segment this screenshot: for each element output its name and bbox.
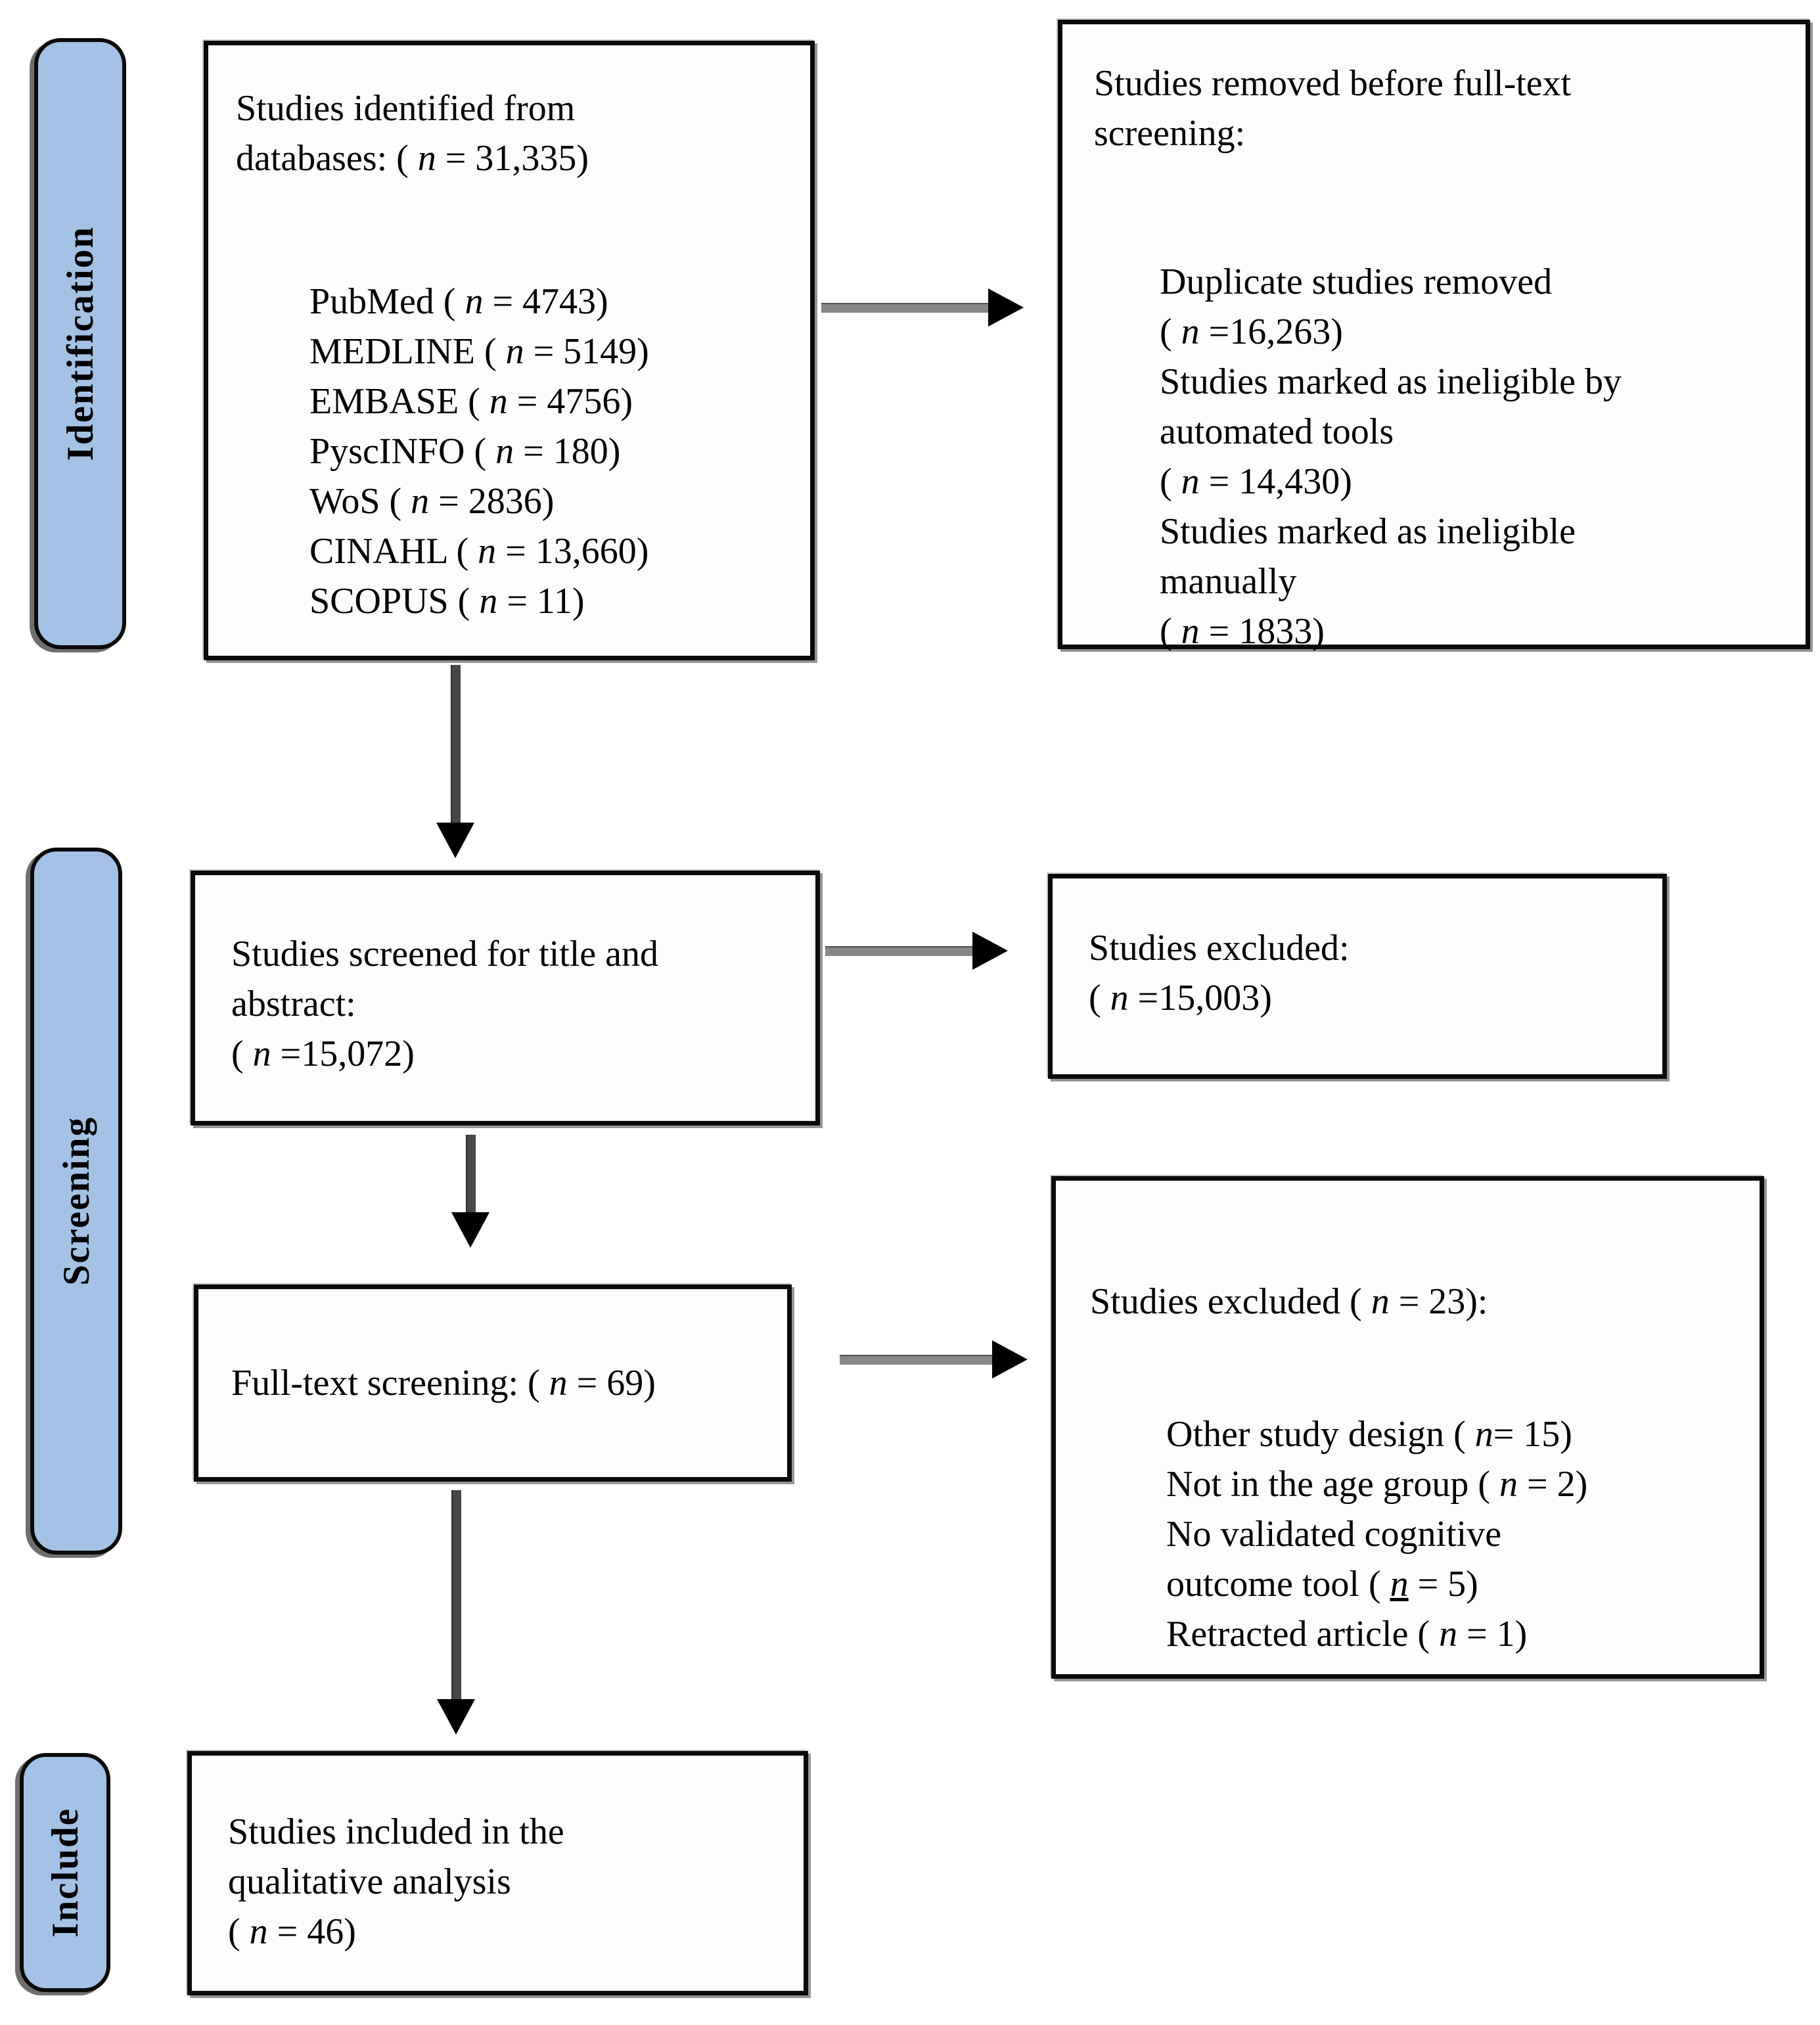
arrow-fulltext-to-excluded-shaft <box>840 1355 993 1365</box>
arrow-identified-to-removed-shaft <box>821 303 990 313</box>
box-fulltext-screening: Full-text screening: ( n = 69) <box>194 1285 792 1482</box>
arrow-fulltext-to-included-shaft <box>451 1490 461 1700</box>
stage-tab-screening: Screening <box>30 848 122 1555</box>
exclusion-reason-list: Other study design ( n= 15) Not in the ag… <box>1166 1409 1743 1659</box>
arrow-screened-to-excluded-shaft <box>825 946 974 956</box>
arrow-identified-to-screened-head <box>436 823 474 858</box>
arrow-fulltext-to-included-head <box>437 1699 475 1735</box>
list-item: PubMed ( n = 4743) <box>309 281 608 322</box>
arrow-identified-to-screened-shaft <box>451 665 461 824</box>
list-item: PyscINFO ( n = 180) <box>309 431 621 472</box>
arrow-screened-to-fulltext-head <box>451 1212 489 1248</box>
list-item: WoS ( n = 2836) <box>309 481 555 522</box>
arrow-screened-to-fulltext-shaft <box>466 1135 476 1214</box>
excluded-fulltext-title: Studies excluded ( n = 23): <box>1090 1281 1488 1322</box>
box-studies-excluded-title-abstract: Studies excluded:( n =15,003) <box>1048 874 1667 1079</box>
list-item: Other study design ( n= 15) <box>1166 1414 1572 1455</box>
database-list: PubMed ( n = 4743) MEDLINE ( n = 5149) EMB… <box>309 277 794 626</box>
stage-label-screening: Screening <box>55 1116 97 1286</box>
excluded-title-abstract-text: Studies excluded:( n =15,003) <box>1089 928 1350 1018</box>
list-item: CINAHL ( n = 13,660) <box>309 531 649 572</box>
removed-reason-list: Duplicate studies removed( n =16,263)Stu… <box>1160 257 1789 656</box>
list-item: Retracted article ( n = 1) <box>1166 1614 1528 1654</box>
list-item: Duplicate studies removed( n =16,263) <box>1160 262 1553 352</box>
list-item: SCOPUS ( n = 11) <box>309 581 585 622</box>
list-item: Not in the age group ( n = 2) <box>1166 1464 1588 1505</box>
list-item: EMBASE ( n = 4756) <box>309 381 633 422</box>
fulltext-text: Full-text screening: ( n = 69) <box>231 1363 656 1403</box>
stage-label-include: Include <box>44 1808 86 1938</box>
box-studies-excluded-fulltext: Studies excluded ( n = 23): Other study … <box>1051 1176 1764 1679</box>
stage-label-identification: Identification <box>59 226 101 461</box>
arrow-screened-to-excluded-head <box>972 932 1008 970</box>
arrow-identified-to-removed-head <box>988 288 1024 327</box>
arrow-fulltext-to-excluded-head <box>992 1340 1028 1378</box>
list-item: MEDLINE ( n = 5149) <box>309 331 649 372</box>
stage-tab-identification: Identification <box>34 38 126 649</box>
stage-tab-include: Include <box>20 1753 110 1992</box>
